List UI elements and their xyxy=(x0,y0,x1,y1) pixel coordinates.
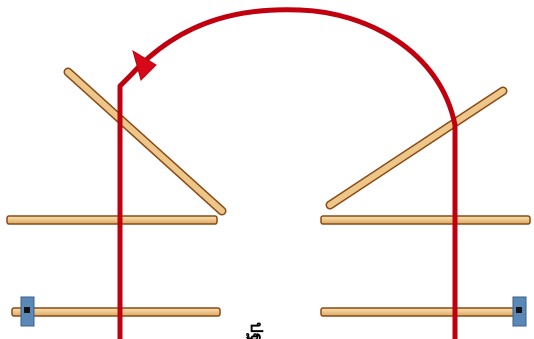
right-end-cap xyxy=(512,296,527,327)
left-diagonal-rod xyxy=(63,67,227,216)
left-lower-horizontal-rod xyxy=(11,307,221,317)
direction-arrow-icon xyxy=(132,49,157,81)
cut-label: ปฐ xyxy=(245,322,266,339)
left-rod-group xyxy=(6,67,227,327)
right-rod-group xyxy=(320,86,531,327)
right-lower-horizontal-rod xyxy=(320,307,524,317)
right-diagonal-rod xyxy=(325,86,508,210)
left-upper-horizontal-rod xyxy=(6,215,218,225)
left-end-cap xyxy=(20,296,35,327)
right-upper-horizontal-rod xyxy=(320,215,531,225)
red-arch-path xyxy=(117,7,458,339)
